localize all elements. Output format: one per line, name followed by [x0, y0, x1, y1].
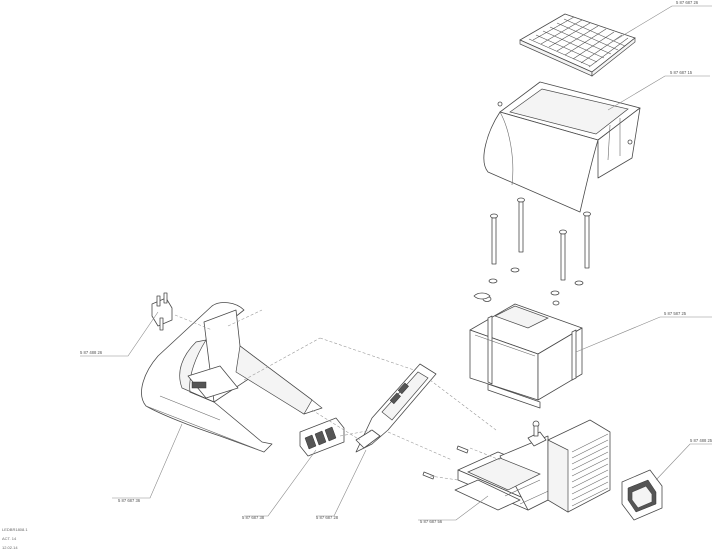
power-connector-part	[621, 469, 663, 521]
screw	[490, 213, 498, 265]
pcb-screws	[422, 445, 469, 480]
note-line-2: ACT. 14	[2, 536, 17, 541]
callout-labels: 5 87 687 26 5 87 687 15 5 87 587 25 5 87…	[80, 0, 713, 524]
heatsink-fins	[571, 433, 609, 507]
transformer-part	[469, 303, 583, 409]
screw	[583, 211, 591, 269]
callout-transformer: 5 87 587 25	[664, 311, 687, 316]
hood-part	[483, 81, 641, 213]
grille-mesh	[528, 16, 629, 68]
callout-pcb: 5 87 687 28	[316, 515, 339, 520]
callout-plug: 5 87 488 26	[80, 350, 103, 355]
front-cover-part	[141, 302, 323, 453]
pcb-part	[355, 363, 437, 453]
heatsink-part	[547, 419, 611, 513]
note-line-3: 12.02.14	[2, 545, 18, 550]
screw	[517, 197, 525, 253]
callout-hood: 5 87 687 15	[670, 70, 693, 75]
assembly-dashed-lines	[174, 309, 501, 481]
screws	[473, 197, 591, 306]
leader-lines	[80, 5, 712, 521]
callout-power-connector: 5 87 488 25	[690, 438, 713, 443]
note-line-1: LEDBR1808.1	[2, 527, 28, 532]
callout-switch-block: 5 87 687 38	[242, 515, 265, 520]
grille-part	[519, 13, 636, 77]
screw	[559, 229, 567, 281]
callout-grille: 5 87 687 26	[676, 0, 699, 5]
plug-part	[151, 292, 173, 331]
callout-base-chassis: 5 87 687 56	[420, 519, 443, 524]
callout-front-cover: 5 87 687 36	[118, 498, 141, 503]
drawing-notes: LEDBR1808.1 ACT. 14 12.02.14	[2, 527, 28, 550]
switch-block-part	[299, 417, 345, 457]
washers	[482, 267, 584, 306]
